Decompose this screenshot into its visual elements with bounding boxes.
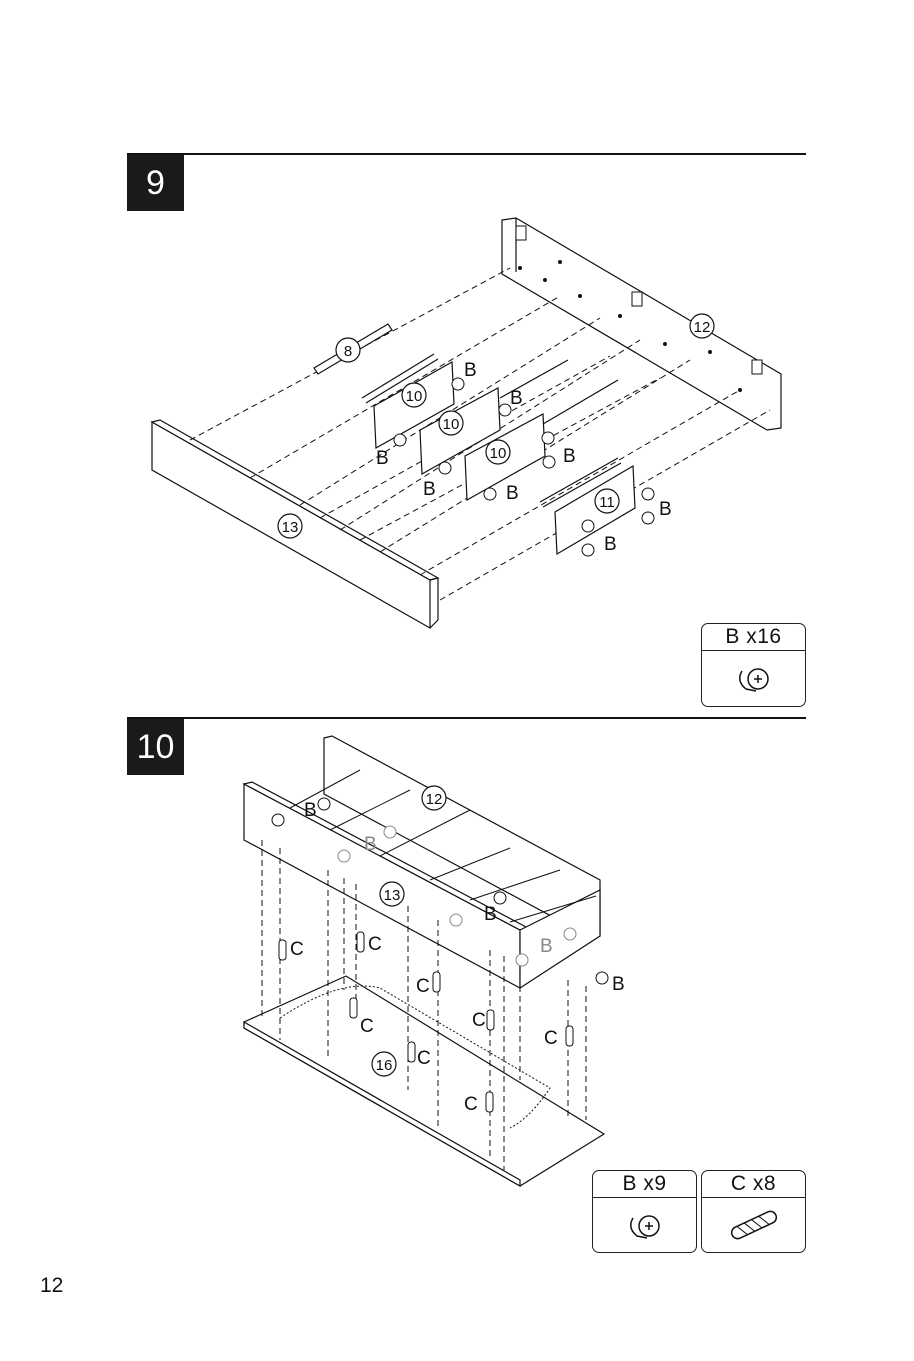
cam-lock-icon [625,1208,665,1242]
dowel-label: C [360,1016,374,1037]
base-panel-16 [244,976,604,1186]
callout-base-panel-16: 16 [376,1057,393,1074]
callout-divider-10-c: 10 [490,445,507,462]
callout-divider-10-b: 10 [443,416,460,433]
cam-label: B [659,499,672,520]
cam-label: B [510,388,523,409]
callout-side-panel-12: 12 [426,791,443,808]
cam-label: B [364,834,377,855]
cam-label: B [304,800,317,821]
step-10-rule [127,717,806,719]
callout-side-panel-12: 12 [694,319,711,336]
side-panel-12 [502,218,781,430]
cam-label: B [376,448,389,469]
end-divider-11 [555,466,635,554]
cam-label: B [604,534,617,555]
callout-front-panel-13: 13 [384,887,401,904]
cam-label: B [563,446,576,467]
step-9-illustration: 8 12 10 10 10 11 13 B B B B B B B B [0,0,914,720]
cam-label: B [506,483,519,504]
step-10-badge: 10 [127,719,184,775]
dowel-label: C [472,1010,486,1031]
wood-dowel-icon [724,1208,784,1242]
dowel-label: C [368,934,382,955]
cam-label: B [423,479,436,500]
hardware-box-b16: B x16 [701,623,806,707]
page-number: 12 [40,1274,63,1298]
cam-label: B [540,936,553,957]
side-panel-12 [324,736,600,938]
hardware-label: C x8 [702,1171,805,1198]
callout-end-divider-11: 11 [599,494,615,511]
hardware-label: B x16 [702,624,805,651]
cam-label: B [612,974,625,995]
cam-label: B [464,360,477,381]
callout-divider-10-a: 10 [406,388,423,405]
front-panel-13 [244,784,520,988]
callout-dowel-8: 8 [344,343,352,360]
dowel-label: C [290,939,304,960]
cam-label: B [484,904,497,925]
cam-lock-icon [734,661,774,695]
dowel-label: C [416,976,430,997]
dowel-label: C [417,1048,431,1069]
hardware-label: B x9 [593,1171,696,1198]
dowel-label: C [464,1094,478,1115]
dowel-label: C [544,1028,558,1049]
hardware-box-b9: B x9 [592,1170,697,1253]
callout-front-panel-13: 13 [282,519,299,536]
hardware-box-c8: C x8 [701,1170,806,1253]
